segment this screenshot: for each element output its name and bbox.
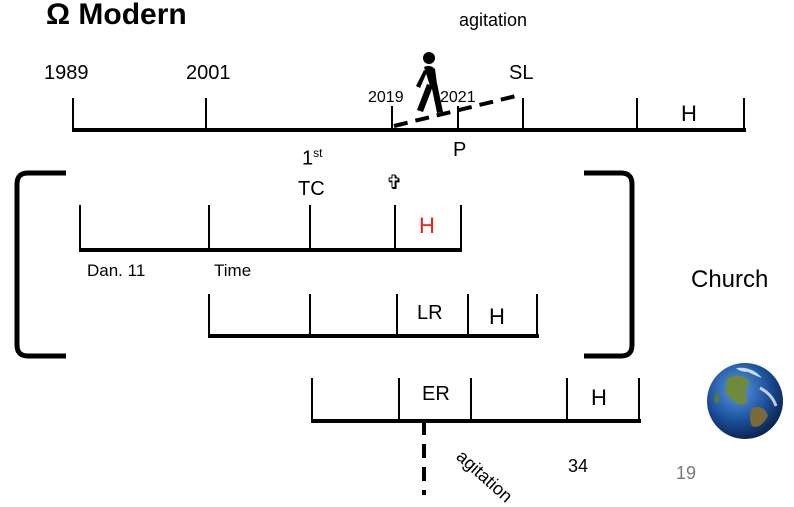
slide-title: Ω Modern bbox=[46, 0, 187, 31]
label-1989: 1989 bbox=[44, 62, 89, 84]
tick-2001 bbox=[205, 98, 207, 130]
label-lr-h: H bbox=[489, 304, 505, 329]
label-p: P bbox=[453, 139, 467, 161]
er-tick-start bbox=[311, 378, 313, 421]
er-tick-4 bbox=[566, 378, 568, 421]
label-2019: 2019 bbox=[368, 89, 404, 106]
earth-globe-icon bbox=[707, 363, 783, 439]
er-tick-end bbox=[638, 378, 640, 421]
label-sl: SL bbox=[509, 62, 534, 84]
label-first-suffix: st bbox=[313, 146, 323, 160]
label-dan-h: H bbox=[419, 213, 435, 238]
diagram-overlay bbox=[14, 52, 783, 495]
label-first: 1st bbox=[302, 146, 322, 171]
dan-tick-time bbox=[208, 205, 210, 250]
lr-tick-end bbox=[536, 294, 538, 336]
top-timeline-line bbox=[72, 128, 746, 132]
cross-icon: ✞ bbox=[386, 170, 403, 194]
tick-2021 bbox=[457, 106, 459, 130]
dan-tick-start bbox=[79, 205, 81, 250]
left-bracket bbox=[14, 170, 66, 359]
er-timeline-line bbox=[311, 419, 641, 423]
tick-637 bbox=[636, 98, 638, 130]
dan-tick-tc bbox=[309, 205, 311, 250]
lr-timeline-line bbox=[208, 334, 539, 338]
label-tc: TC bbox=[298, 178, 325, 200]
dan-timeline-line bbox=[79, 248, 462, 252]
er-tick-3 bbox=[470, 378, 472, 421]
walking-person-icon bbox=[416, 52, 443, 113]
er-tick-2 bbox=[398, 378, 400, 421]
right-bracket bbox=[584, 170, 635, 359]
dan-tick-end bbox=[460, 205, 462, 250]
label-agitation-top: agitation bbox=[459, 10, 528, 30]
lr-tick-2 bbox=[309, 294, 311, 336]
tick-1989 bbox=[72, 98, 74, 130]
label-lr: LR bbox=[417, 302, 443, 324]
label-2001: 2001 bbox=[186, 62, 231, 84]
tick-sl bbox=[522, 98, 524, 130]
label-first-number: 1 bbox=[302, 147, 314, 170]
tick-end bbox=[743, 98, 745, 130]
dan-tick-cross bbox=[394, 205, 396, 250]
label-church: Church bbox=[691, 266, 769, 293]
lr-tick-3 bbox=[396, 294, 398, 336]
label-dan-11: Dan. 11 bbox=[87, 261, 146, 280]
tick-2019 bbox=[391, 106, 393, 130]
label-time: Time bbox=[214, 261, 252, 280]
label-top-h: H bbox=[681, 101, 697, 126]
dashed-rising-line bbox=[393, 93, 521, 128]
page-number: 19 bbox=[676, 463, 697, 483]
label-er: ER bbox=[422, 383, 450, 405]
lr-tick-start bbox=[208, 294, 210, 336]
label-2021: 2021 bbox=[440, 89, 476, 106]
lr-tick-4 bbox=[467, 294, 469, 336]
label-34: 34 bbox=[568, 456, 589, 476]
label-er-h: H bbox=[591, 385, 607, 410]
